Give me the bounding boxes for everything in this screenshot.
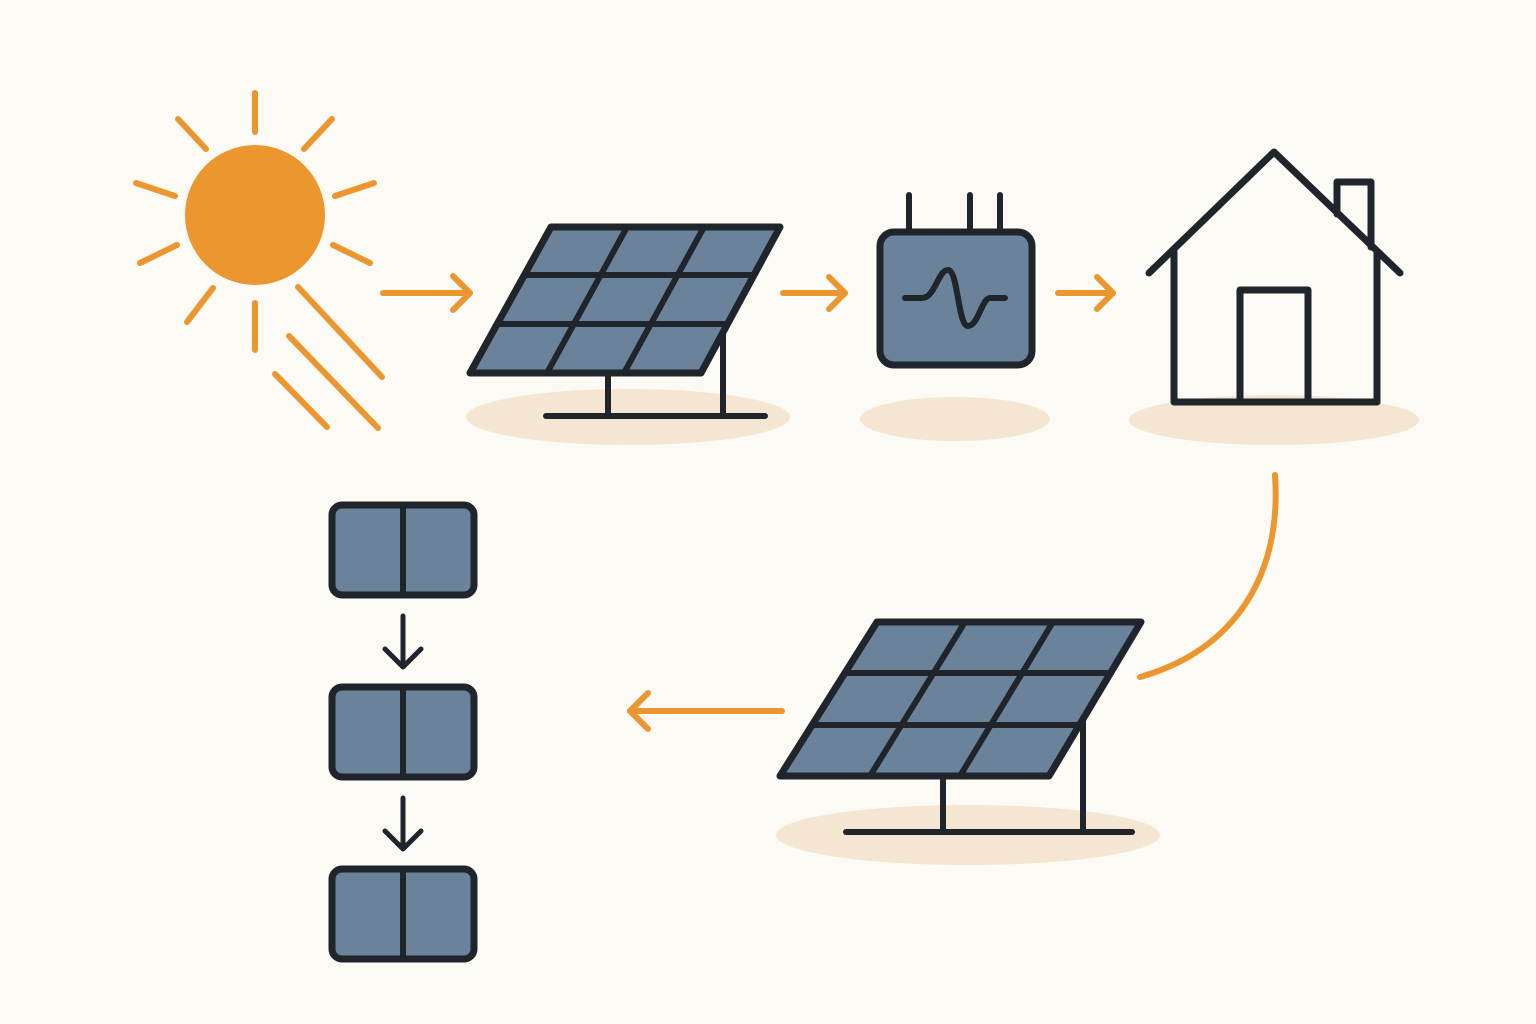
sun-icon — [133, 90, 385, 431]
arrow-module-2-to-3 — [382, 795, 424, 852]
sun-ray — [133, 180, 178, 199]
solar-panel-top — [466, 223, 790, 445]
sun-ray — [332, 180, 377, 199]
sun-disc — [185, 145, 325, 285]
arrow-panel-to-inverter — [780, 274, 848, 312]
sun-ray — [175, 116, 209, 152]
sun-ray — [184, 285, 216, 325]
sine-wave-icon — [902, 267, 1008, 329]
module-2 — [328, 683, 478, 781]
arrow-module-1-to-2 — [382, 613, 424, 670]
module-stack — [328, 501, 478, 963]
panel-stand — [843, 715, 1135, 835]
sun-ray — [330, 242, 373, 266]
panel-grid — [497, 225, 754, 375]
sunbeam — [286, 333, 381, 431]
module-1 — [328, 501, 478, 599]
ground-shadow — [1129, 395, 1419, 445]
panel-grid — [813, 620, 1110, 778]
panel-stand — [543, 327, 768, 419]
solar-panel-bottom — [776, 618, 1160, 865]
inverter-icon — [860, 192, 1050, 441]
arrow-sun-to-panel — [380, 273, 473, 313]
arrow-inverter-to-house — [1055, 274, 1116, 312]
sun-ray — [301, 116, 335, 152]
connector-house-to-panel — [1137, 472, 1279, 680]
module-3 — [328, 865, 478, 963]
house-door — [1236, 286, 1312, 406]
ground-shadow — [860, 397, 1050, 441]
house-icon — [1129, 148, 1419, 445]
house-roof — [1145, 148, 1404, 277]
arrow-panel-to-modules — [627, 690, 785, 732]
sun-ray — [137, 242, 180, 266]
sunbeam — [272, 371, 330, 430]
house-chimney — [1333, 178, 1375, 251]
sunbeam — [295, 284, 385, 380]
inverter-terminals — [906, 192, 1003, 235]
